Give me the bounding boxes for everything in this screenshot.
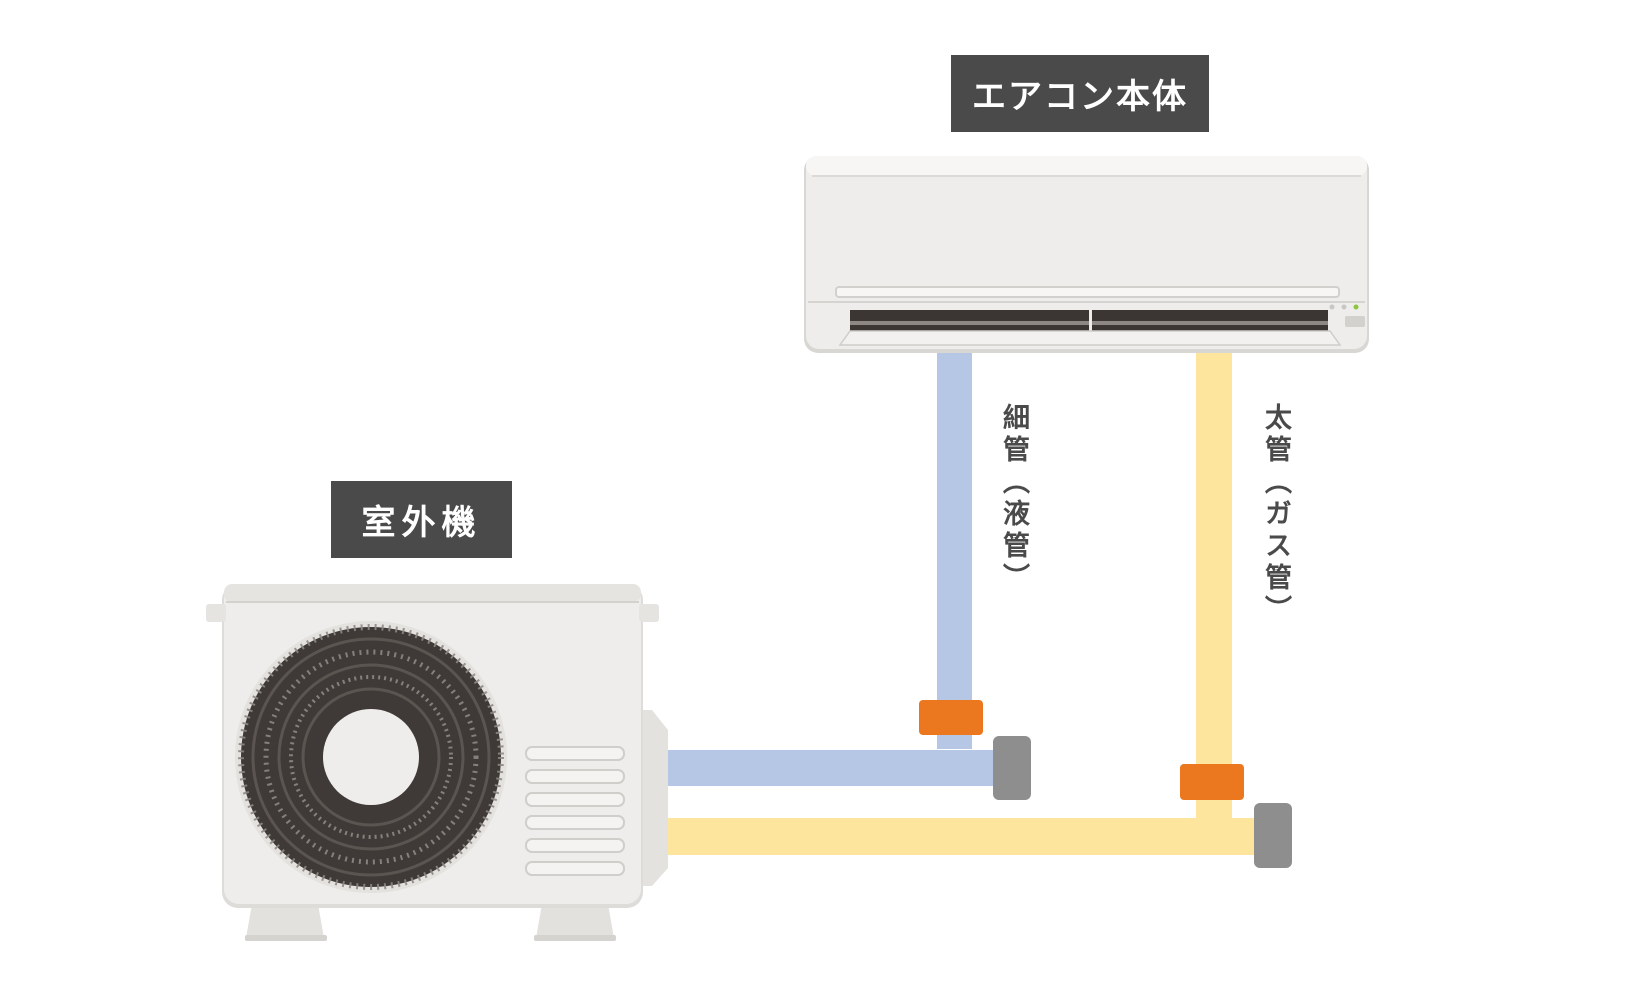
thin-pipe-label: 細管（液管） [998,403,1029,595]
thin-pipe-valve-band [919,700,983,735]
thin-pipe-cap [993,736,1031,800]
power-indicator-icon [1353,304,1359,310]
outdoor-unit-label: 室外機 [331,481,512,558]
thick-pipe [668,353,1262,855]
thick-pipe-label: 太管（ガス管） [1260,403,1291,627]
thick-pipe-valve-band [1180,764,1244,800]
indoor-vent-louver [838,310,1342,346]
thick-pipe-cap [1254,803,1292,868]
indoor-unit [804,156,1369,353]
outdoor-unit-fin-slats [525,746,625,876]
fan-grille-icon [235,621,507,893]
indoor-unit-label: エアコン本体 [951,55,1209,132]
thin-pipe [668,353,1004,786]
outdoor-unit [206,584,668,941]
